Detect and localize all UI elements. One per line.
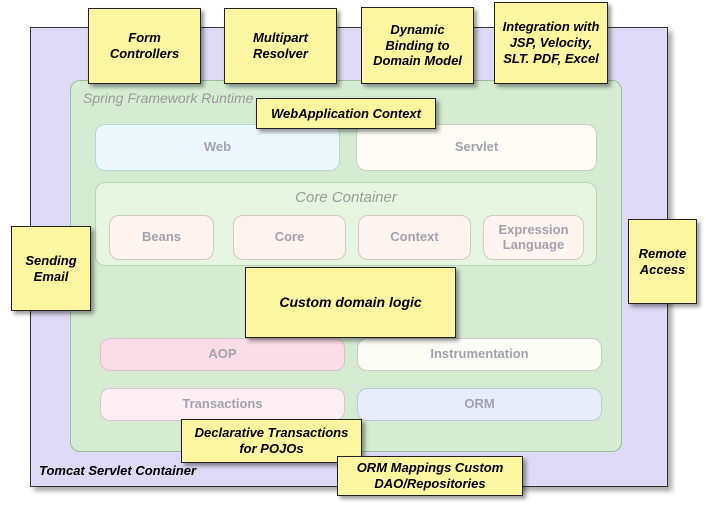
module-expression-language[interactable]: Expression Language: [483, 215, 584, 260]
note-multipart-resolver[interactable]: Multipart Resolver: [224, 8, 337, 84]
note-orm-mappings-label: ORM Mappings Custom DAO/Repositories: [356, 460, 504, 491]
module-servlet[interactable]: Servlet: [356, 124, 597, 171]
module-orm[interactable]: ORM: [357, 388, 602, 421]
module-transactions[interactable]: Transactions: [100, 388, 345, 421]
note-declarative-transactions[interactable]: Declarative Transactions for POJOs: [181, 419, 362, 463]
tomcat-servlet-container-label: Tomcat Servlet Container: [39, 463, 197, 478]
note-custom-domain-logic[interactable]: Custom domain logic: [245, 267, 456, 338]
module-servlet-label: Servlet: [454, 139, 499, 155]
note-sending-email[interactable]: Sending Email: [11, 226, 91, 311]
note-integration-view-technologies-label: Integration with JSP, Velocity, SLT. PDF…: [502, 19, 600, 66]
note-custom-domain-logic-label: Custom domain logic: [279, 293, 422, 310]
module-context-label: Context: [390, 229, 439, 245]
note-dynamic-binding-label: Dynamic Binding to Domain Model: [373, 21, 462, 69]
note-orm-mappings[interactable]: ORM Mappings Custom DAO/Repositories: [337, 456, 523, 496]
module-orm-label: ORM: [464, 396, 495, 412]
module-expression-language-label: Expression Language: [498, 221, 569, 252]
note-webapplication-context-label: WebApplication Context: [271, 105, 421, 121]
module-web-label: Web: [203, 139, 232, 155]
module-beans[interactable]: Beans: [109, 215, 214, 260]
note-sending-email-label: Sending Email: [25, 252, 77, 284]
module-core[interactable]: Core: [233, 215, 346, 260]
note-dynamic-binding[interactable]: Dynamic Binding to Domain Model: [361, 7, 474, 84]
module-transactions-label: Transactions: [182, 396, 263, 412]
module-aop[interactable]: AOP: [100, 338, 345, 371]
module-instrumentation[interactable]: Instrumentation: [357, 338, 602, 371]
note-form-controllers[interactable]: Form Controllers: [88, 8, 201, 84]
note-form-controllers-label: Form Controllers: [109, 30, 180, 61]
module-aop-label: AOP: [208, 346, 237, 362]
note-declarative-transactions-label: Declarative Transactions for POJOs: [194, 425, 349, 456]
module-context[interactable]: Context: [358, 215, 471, 260]
note-integration-view-technologies[interactable]: Integration with JSP, Velocity, SLT. PDF…: [494, 2, 608, 84]
core-container-label: Core Container: [295, 189, 397, 206]
module-core-label: Core: [274, 229, 305, 245]
module-beans-label: Beans: [141, 229, 182, 245]
note-multipart-resolver-label: Multipart Resolver: [253, 30, 308, 61]
spring-framework-runtime-label: Spring Framework Runtime: [83, 90, 254, 106]
note-remote-access-label: Remote Access: [638, 245, 687, 277]
note-remote-access[interactable]: Remote Access: [628, 219, 697, 304]
module-web[interactable]: Web: [95, 124, 340, 171]
module-instrumentation-label: Instrumentation: [430, 346, 529, 362]
note-webapplication-context[interactable]: WebApplication Context: [256, 98, 436, 129]
